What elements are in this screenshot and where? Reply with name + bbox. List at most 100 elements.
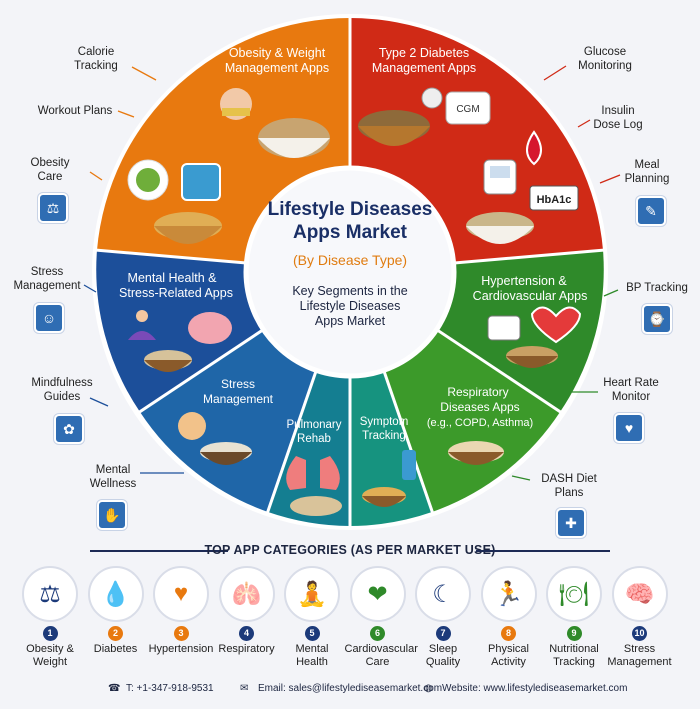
bathroom-scale-icon bbox=[181, 163, 221, 201]
category-number: 5 bbox=[304, 626, 320, 641]
mental-wellness-icon: ✋ bbox=[97, 500, 127, 530]
category-number: 8 bbox=[501, 626, 516, 641]
category-label-2: Activity bbox=[491, 656, 526, 668]
category-number: 7 bbox=[435, 626, 451, 641]
leaders-orange bbox=[89, 66, 157, 181]
chickpea-bowl-2-icon bbox=[362, 487, 406, 507]
diet-plate-icon bbox=[127, 159, 169, 201]
hba1c-badge-icon: HbA1c bbox=[529, 185, 579, 211]
moon-icon: ☾ bbox=[415, 566, 471, 622]
meditation-icon bbox=[128, 310, 156, 340]
hypertension-label-2: Cardiovascular Apps bbox=[473, 289, 588, 303]
email-icon: ✉ bbox=[240, 683, 249, 694]
respiratory-label-1: Respiratory bbox=[447, 385, 508, 399]
section-divider-right bbox=[476, 550, 610, 552]
bp-tracking-icon: ⌚ bbox=[642, 304, 672, 334]
weight-tape-icon bbox=[220, 88, 252, 120]
center-desc-line-1: Key Segments in the bbox=[292, 284, 408, 298]
leaders-green bbox=[511, 289, 619, 481]
plate-icon: 🍽 bbox=[546, 566, 602, 622]
category-number: 2 bbox=[108, 626, 123, 641]
category-label-2: Quality bbox=[425, 656, 461, 668]
center-title-line-1: Lifestyle Diseases bbox=[267, 199, 433, 220]
bp-monitor-icon bbox=[487, 315, 521, 341]
category-number: 1 bbox=[42, 626, 58, 641]
category-label-1: Mental bbox=[295, 643, 329, 655]
footer-website: ◍Website: www.lifestylediseasemarket.com bbox=[424, 683, 628, 695]
blood-drop-icon bbox=[526, 130, 542, 166]
category-label-2: Weight bbox=[32, 656, 68, 668]
segment-wheel: Obesity & Weight Management Apps Type 2 … bbox=[83, 14, 621, 530]
stressed-head-icon bbox=[178, 412, 206, 440]
respiratory-label-3: (e.g., COPD, Asthma) bbox=[427, 417, 533, 429]
center-text: Lifestyle Diseases Apps Market (By Disea… bbox=[251, 198, 449, 329]
center-title-line-2: Apps Market bbox=[292, 222, 408, 243]
category-label-2: Health bbox=[296, 656, 328, 668]
center-subtitle: (By Disease Type) bbox=[292, 252, 408, 268]
glucometer-icon bbox=[483, 159, 517, 195]
globe-icon: ◍ bbox=[424, 683, 433, 694]
section-title: TOP APP CATEGORIES (AS PER MARKET USE) bbox=[204, 543, 496, 557]
grain-pile-icon bbox=[290, 496, 342, 516]
category-label-1: Cardiovascular bbox=[344, 643, 418, 655]
leaders-blue bbox=[83, 284, 184, 474]
category-label-2: Management bbox=[607, 656, 672, 668]
svg-text:HbA1c: HbA1c bbox=[537, 194, 572, 206]
pulmonary-label-2: Rehab bbox=[297, 433, 331, 445]
oat-bowl-icon bbox=[144, 350, 192, 372]
mental-label-1: Mental Health & bbox=[128, 271, 218, 285]
label-workout-plans: Workout Plans bbox=[37, 105, 113, 117]
category-label-1: Physical bbox=[488, 643, 529, 655]
category-label-1: Respiratory bbox=[218, 643, 275, 655]
obesity-label-2: Management Apps bbox=[225, 61, 329, 75]
cgm-device-icon: CGM bbox=[421, 87, 491, 125]
category-label-1: Diabetes bbox=[93, 643, 138, 655]
lungs-icon bbox=[286, 456, 340, 490]
category-label-1: Sleep bbox=[428, 643, 458, 655]
mixed-grain-bowl-icon bbox=[466, 212, 534, 244]
symptom-label-2: Tracking bbox=[362, 430, 406, 442]
footer-email: ✉Email: sales@lifestylediseasemarket.com bbox=[240, 683, 443, 695]
runner-icon: 🏃 bbox=[480, 566, 537, 622]
center-desc-line-3: Apps Market bbox=[314, 314, 386, 328]
category-label-1: Obesity & bbox=[26, 643, 74, 655]
chickpea-bowl-icon bbox=[154, 212, 222, 244]
mental-label-2: Stress-Related Apps bbox=[119, 286, 233, 300]
brain-icon: 🧠 bbox=[611, 566, 668, 622]
pulmonary-label-1: Pulmonary bbox=[287, 419, 342, 431]
flour-bowl-icon bbox=[448, 441, 504, 465]
stress-label-1: Stress bbox=[221, 377, 255, 391]
diabetes-label-1: Type 2 Diabetes bbox=[379, 46, 469, 60]
hypertension-label-1: Hypertension & bbox=[481, 274, 567, 288]
millet-bowl-icon bbox=[506, 346, 558, 368]
obesity-label-1: Obesity & Weight bbox=[229, 46, 326, 60]
seed-bowl-icon bbox=[200, 442, 252, 465]
category-label-2: Tracking bbox=[553, 656, 595, 668]
footer-phone: ☎T: +1-347-918-9531 bbox=[108, 683, 214, 695]
category-number: 3 bbox=[173, 626, 189, 641]
section-divider-left bbox=[90, 550, 228, 552]
center-desc-line-2: Lifestyle Diseases bbox=[299, 299, 401, 313]
category-label-1: Stress bbox=[623, 643, 656, 655]
respiratory-label-2: Diseases Apps bbox=[440, 400, 519, 414]
category-label-1: Nutritional bbox=[549, 643, 599, 655]
scale-icon: ⚖ bbox=[22, 566, 78, 622]
meal-planning-icon: ✎ bbox=[636, 196, 666, 226]
lungs-icon: 🫁 bbox=[218, 566, 275, 622]
diabetes-label-2: Management Apps bbox=[372, 61, 476, 75]
stress-label-2: Management bbox=[203, 392, 274, 406]
stress-management-icon: ☺ bbox=[34, 303, 64, 333]
